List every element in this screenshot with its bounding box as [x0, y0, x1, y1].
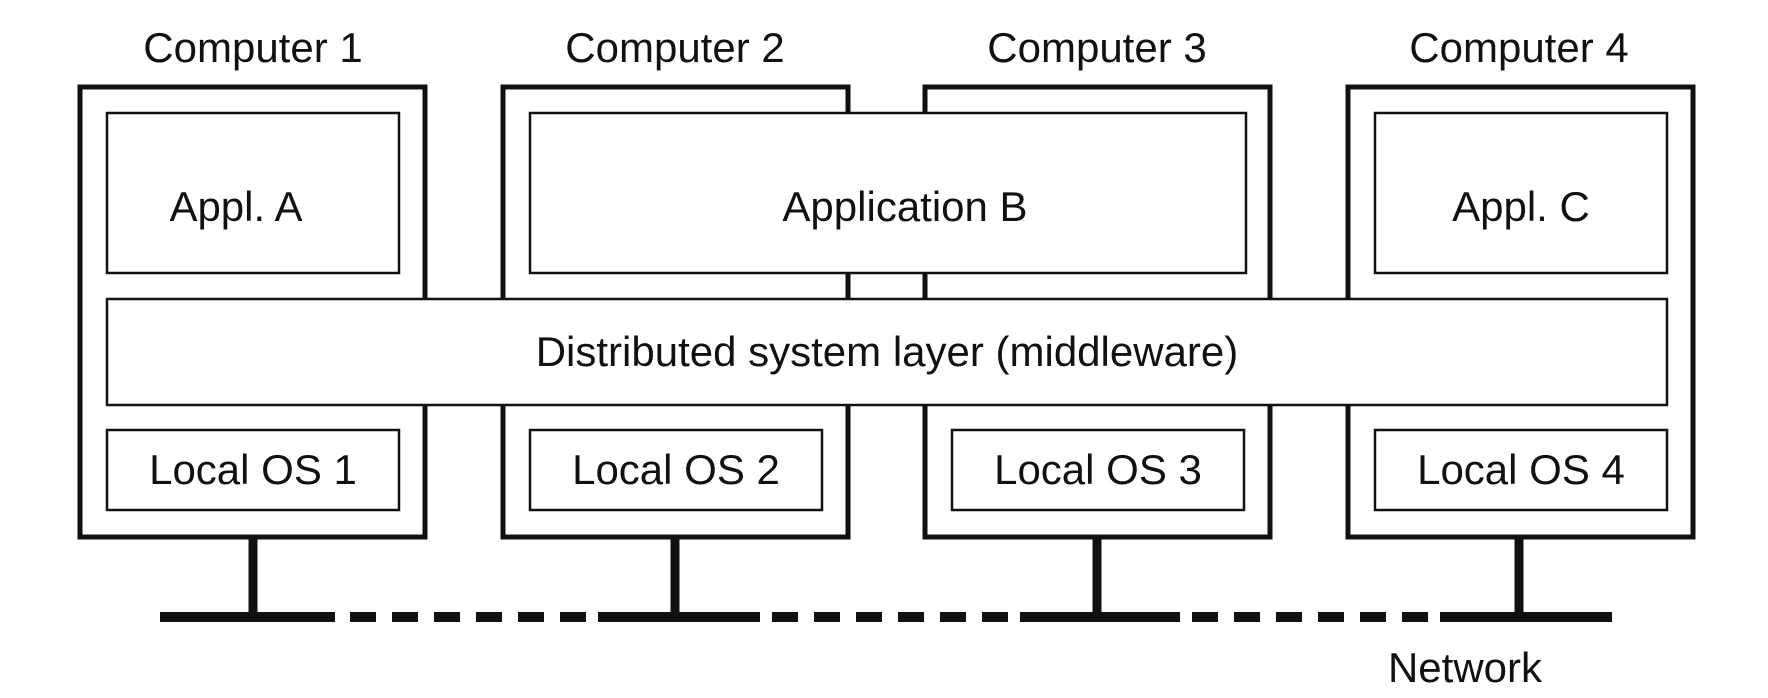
local-os-box-2 — [528, 428, 824, 512]
local-os-label-3: Local OS 3 — [994, 446, 1202, 493]
local-os-label-1: Local OS 1 — [149, 446, 357, 493]
local-os-labels: Local OS 1 Local OS 2 Local OS 3 Local O… — [149, 446, 1625, 493]
middleware-box — [105, 297, 1669, 407]
appl-a-box — [105, 111, 401, 275]
local-os-boxes — [105, 428, 1669, 512]
computer-label-3: Computer 3 — [987, 24, 1206, 71]
local-os-box-4 — [1373, 428, 1669, 512]
application-boxes — [105, 111, 1669, 275]
local-os-box-1 — [105, 428, 401, 512]
local-os-label-2: Local OS 2 — [572, 446, 780, 493]
computer-label-2: Computer 2 — [565, 24, 784, 71]
application-b-box — [528, 111, 1248, 275]
local-os-box-3 — [950, 428, 1246, 512]
local-os-label-4: Local OS 4 — [1417, 446, 1625, 493]
appl-c-label: Appl. C — [1452, 183, 1590, 230]
network-connectors — [248, 538, 1524, 617]
appl-c-box — [1373, 111, 1669, 275]
application-b-label: Application B — [782, 183, 1027, 230]
computer-label-1: Computer 1 — [143, 24, 362, 71]
network-label: Network — [1388, 644, 1543, 691]
middleware-label: Distributed system layer (middleware) — [536, 328, 1239, 375]
computer-label-4: Computer 4 — [1409, 24, 1628, 71]
computer-labels: Computer 1 Computer 2 Computer 3 Compute… — [143, 24, 1628, 71]
appl-a-label: Appl. A — [169, 183, 302, 230]
application-labels: Appl. A Application B Appl. C — [169, 183, 1589, 230]
